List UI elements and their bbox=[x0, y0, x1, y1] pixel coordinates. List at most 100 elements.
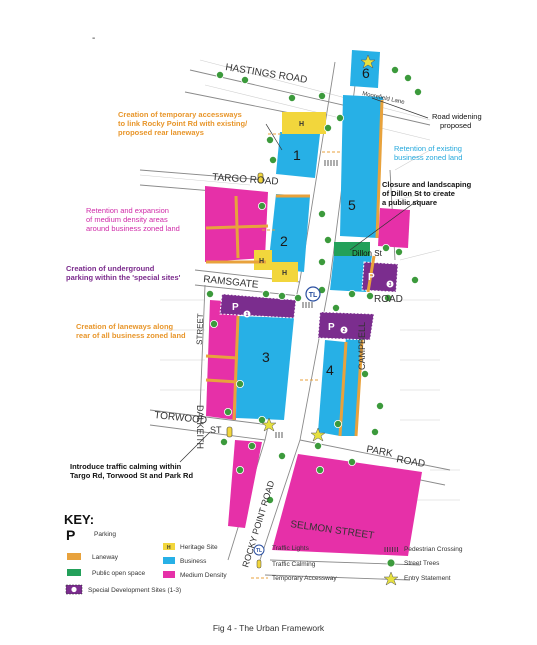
street-tree bbox=[315, 465, 324, 474]
traffic-calming-torwood bbox=[226, 426, 233, 438]
medium-density-areas bbox=[205, 186, 422, 556]
street-tree bbox=[317, 257, 326, 266]
street-tree bbox=[375, 401, 384, 410]
cadastral-lines bbox=[139, 59, 460, 501]
key-label-heritage: Heritage Site bbox=[180, 544, 218, 551]
key-label-open-space: Public open space bbox=[92, 570, 146, 577]
zone-number-5: 5 bbox=[348, 197, 356, 213]
parking-markers: P P P bbox=[232, 272, 375, 333]
key-label-traffic-lights: Traffic Lights bbox=[272, 545, 309, 552]
key-label-parking: Parking bbox=[94, 531, 117, 538]
traffic-calming-markers bbox=[226, 172, 264, 438]
public-open-space-dillon bbox=[334, 242, 370, 256]
street-tree bbox=[257, 201, 266, 210]
street-tree bbox=[413, 88, 422, 97]
annotation-underground-parking: Creation of underground parking within t… bbox=[66, 264, 181, 282]
street-tree bbox=[370, 427, 379, 436]
zone-number-1: 1 bbox=[293, 147, 301, 163]
business-zone-4 bbox=[318, 340, 345, 436]
street-tree bbox=[335, 114, 344, 123]
annotation-retention-business: Retention of existing business zoned lan… bbox=[394, 144, 463, 162]
heritage-letters: H H H bbox=[259, 121, 304, 277]
annotation-temporary-accessways: Creation of temporary accessways to link… bbox=[118, 110, 248, 137]
parking-marker-site-1: P bbox=[232, 302, 239, 313]
street-tree bbox=[235, 379, 244, 388]
street-tree bbox=[323, 235, 332, 244]
street-tree bbox=[317, 209, 326, 218]
heritage-letter-1: H bbox=[299, 121, 304, 128]
laneways bbox=[205, 99, 384, 437]
street-tree bbox=[235, 465, 244, 474]
street-tree bbox=[277, 451, 286, 460]
road-label-hastings: HASTINGS ROAD bbox=[225, 62, 308, 86]
zone-numbers: 1 2 3 4 5 6 bbox=[262, 65, 370, 378]
road-label-targo: TARGO ROAD bbox=[212, 172, 279, 188]
temporary-accessways bbox=[262, 133, 340, 381]
street-tree bbox=[313, 441, 322, 450]
key-label-temp-accessway: Temporary Accessway bbox=[272, 575, 337, 582]
key-label-traffic-calming: Traffic Calming bbox=[272, 561, 316, 568]
heritage-site-3 bbox=[272, 262, 298, 282]
business-zone-2 bbox=[268, 194, 310, 272]
key-label-street-trees: Street Trees bbox=[404, 560, 440, 567]
key-label-medium-density: Medium Density bbox=[180, 572, 227, 579]
key-parking-symbol: P bbox=[66, 527, 76, 543]
road-label-campbell: CAMPBELL bbox=[357, 322, 367, 370]
business-zone-5 bbox=[340, 95, 383, 238]
medium-density-south bbox=[272, 454, 422, 556]
medium-density-east bbox=[378, 208, 410, 248]
entry-statement-south-west bbox=[261, 417, 277, 432]
street-tree bbox=[209, 319, 218, 328]
road-label-ramsgate-road: ROAD bbox=[374, 294, 403, 305]
street-tree bbox=[394, 247, 403, 256]
street-tree bbox=[265, 495, 274, 504]
business-zone-1 bbox=[276, 132, 320, 178]
street-tree bbox=[323, 124, 332, 133]
street-tree bbox=[205, 289, 214, 298]
street-tree bbox=[265, 135, 274, 144]
road-label-park: PARK bbox=[365, 444, 393, 459]
heritage-sites bbox=[254, 112, 326, 282]
street-tree bbox=[261, 289, 270, 298]
figure-caption: Fig 4 - The Urban Framework bbox=[212, 623, 325, 633]
street-tree bbox=[365, 291, 374, 300]
stray-dash-mark: - bbox=[92, 33, 96, 44]
site-badge-1: 1 bbox=[246, 312, 249, 318]
heritage-site-2 bbox=[254, 250, 272, 270]
business-areas bbox=[236, 50, 383, 436]
street-tree bbox=[277, 291, 286, 300]
street-tree bbox=[360, 369, 369, 378]
street-tree bbox=[383, 293, 392, 302]
street-tree bbox=[331, 303, 340, 312]
key-label-entry-statement: Entry Statement bbox=[404, 575, 451, 582]
road-label-torwood-st: ST bbox=[210, 425, 222, 435]
site-badge-3: 3 bbox=[389, 282, 392, 288]
street-tree bbox=[410, 275, 419, 284]
street-tree bbox=[317, 92, 326, 101]
street-tree bbox=[219, 437, 228, 446]
key-label-pedestrian: Pedestrian Crossing bbox=[404, 546, 463, 553]
heritage-letter-2: H bbox=[259, 258, 264, 265]
business-zone-6 bbox=[350, 50, 380, 88]
annotation-traffic-calming: Introduce traffic calming within Targo R… bbox=[70, 462, 194, 480]
site-badge-2: 2 bbox=[343, 328, 346, 334]
street-tree bbox=[257, 415, 266, 424]
annotation-medium-density: Retention and expansion of medium densit… bbox=[86, 206, 180, 233]
traffic-lights-symbol: TL bbox=[305, 286, 321, 302]
street-tree bbox=[403, 74, 412, 83]
business-zone-5-lower bbox=[330, 254, 372, 292]
street-tree bbox=[215, 71, 224, 80]
legend-traffic-lights-symbol: TL bbox=[256, 548, 262, 554]
medium-density-south-west bbox=[228, 440, 262, 528]
key-title: KEY: bbox=[64, 512, 95, 527]
key-label-business: Business bbox=[180, 558, 207, 565]
zone-number-6: 6 bbox=[362, 65, 370, 81]
business-zone-3 bbox=[236, 316, 294, 420]
entry-statement-north bbox=[360, 54, 376, 69]
road-label-dalkeith: DALKEITH bbox=[195, 405, 205, 449]
special-site-2 bbox=[317, 311, 375, 341]
street-tree bbox=[240, 76, 249, 85]
annotation-laneways: Creation of laneways along rear of all b… bbox=[76, 322, 186, 340]
